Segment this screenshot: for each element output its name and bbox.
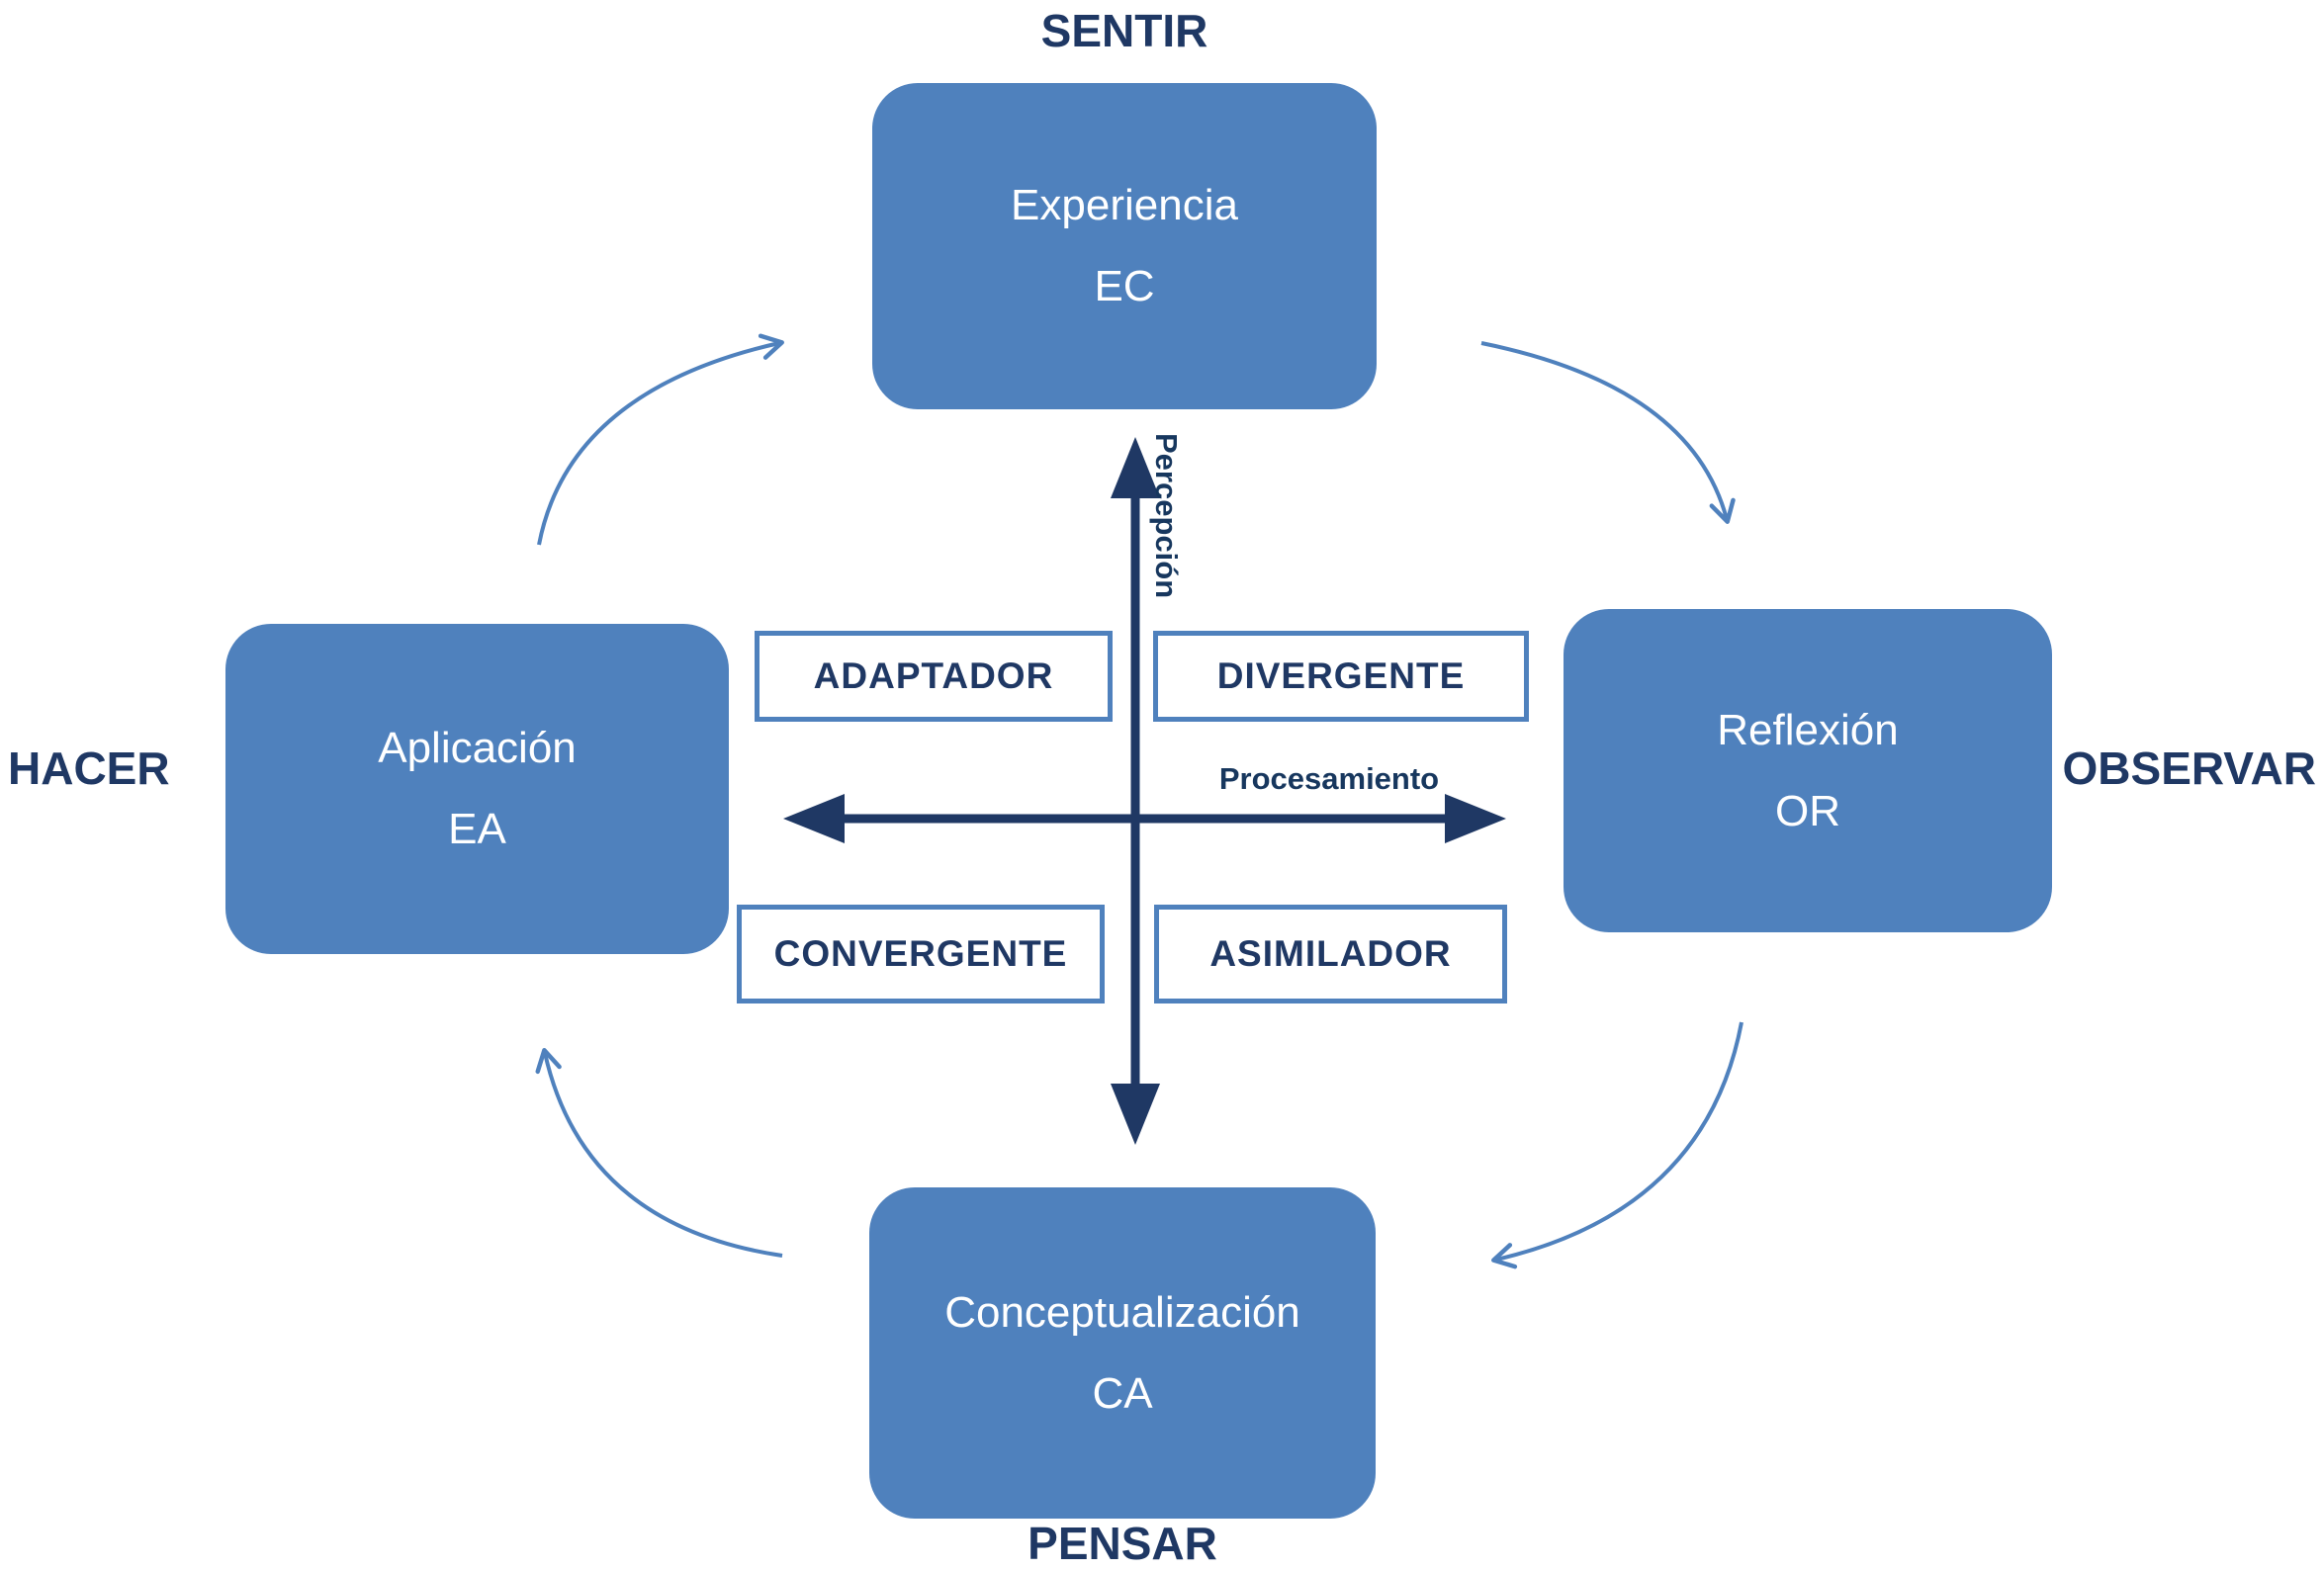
processing-axis-left-arrowhead-icon — [783, 794, 845, 843]
processing-axis-right-arrowhead-icon — [1445, 794, 1506, 843]
node-reflexion-title: Reflexión — [1717, 705, 1899, 754]
node-reflexion: Reflexión OR — [1564, 609, 2052, 932]
quadrant-asimilador: ASIMILADOR — [1154, 905, 1507, 1004]
outer-label-observar: OBSERVAR — [2062, 742, 2316, 794]
node-conceptualizacion-code: CA — [1092, 1368, 1153, 1418]
horizontal-axis-label-procesamiento: Procesamiento — [1218, 761, 1440, 796]
quadrant-convergente: CONVERGENTE — [737, 905, 1105, 1004]
cycle-arrow-experiencia-to-reflexion — [1480, 341, 1736, 524]
cycle-arrow-conceptualizacion-to-aplicacion — [535, 1048, 783, 1258]
node-experiencia-title: Experiencia — [1011, 181, 1238, 229]
node-reflexion-code: OR — [1775, 786, 1840, 835]
node-conceptualizacion-title: Conceptualización — [944, 1287, 1300, 1337]
outer-label-pensar: PENSAR — [1028, 1518, 1217, 1569]
perception-axis-top-arrowhead-icon — [1111, 437, 1160, 498]
vertical-axis-label-percepcion: Percepción — [1149, 433, 1184, 599]
node-aplicacion-title: Aplicación — [378, 724, 577, 772]
node-aplicacion-code: EA — [448, 805, 506, 853]
outer-label-hacer: HACER — [8, 742, 170, 794]
processing-axis-arrow — [783, 794, 1506, 843]
node-aplicacion: Aplicación EA — [225, 624, 729, 954]
node-conceptualizacion: Conceptualización CA — [869, 1187, 1376, 1519]
perception-axis-arrow — [1111, 437, 1160, 1145]
outer-label-sentir: SENTIR — [1040, 5, 1208, 56]
quadrant-divergente: DIVERGENTE — [1153, 631, 1529, 722]
quadrant-adaptador: ADAPTADOR — [755, 631, 1113, 722]
perception-axis-bottom-arrowhead-icon — [1111, 1084, 1160, 1145]
cycle-arrow-reflexion-to-conceptualizacion — [1491, 1021, 1743, 1269]
cycle-arrow-aplicacion-to-experiencia — [537, 333, 784, 546]
node-experiencia: Experiencia EC — [872, 83, 1377, 409]
node-experiencia-code: EC — [1094, 262, 1155, 310]
